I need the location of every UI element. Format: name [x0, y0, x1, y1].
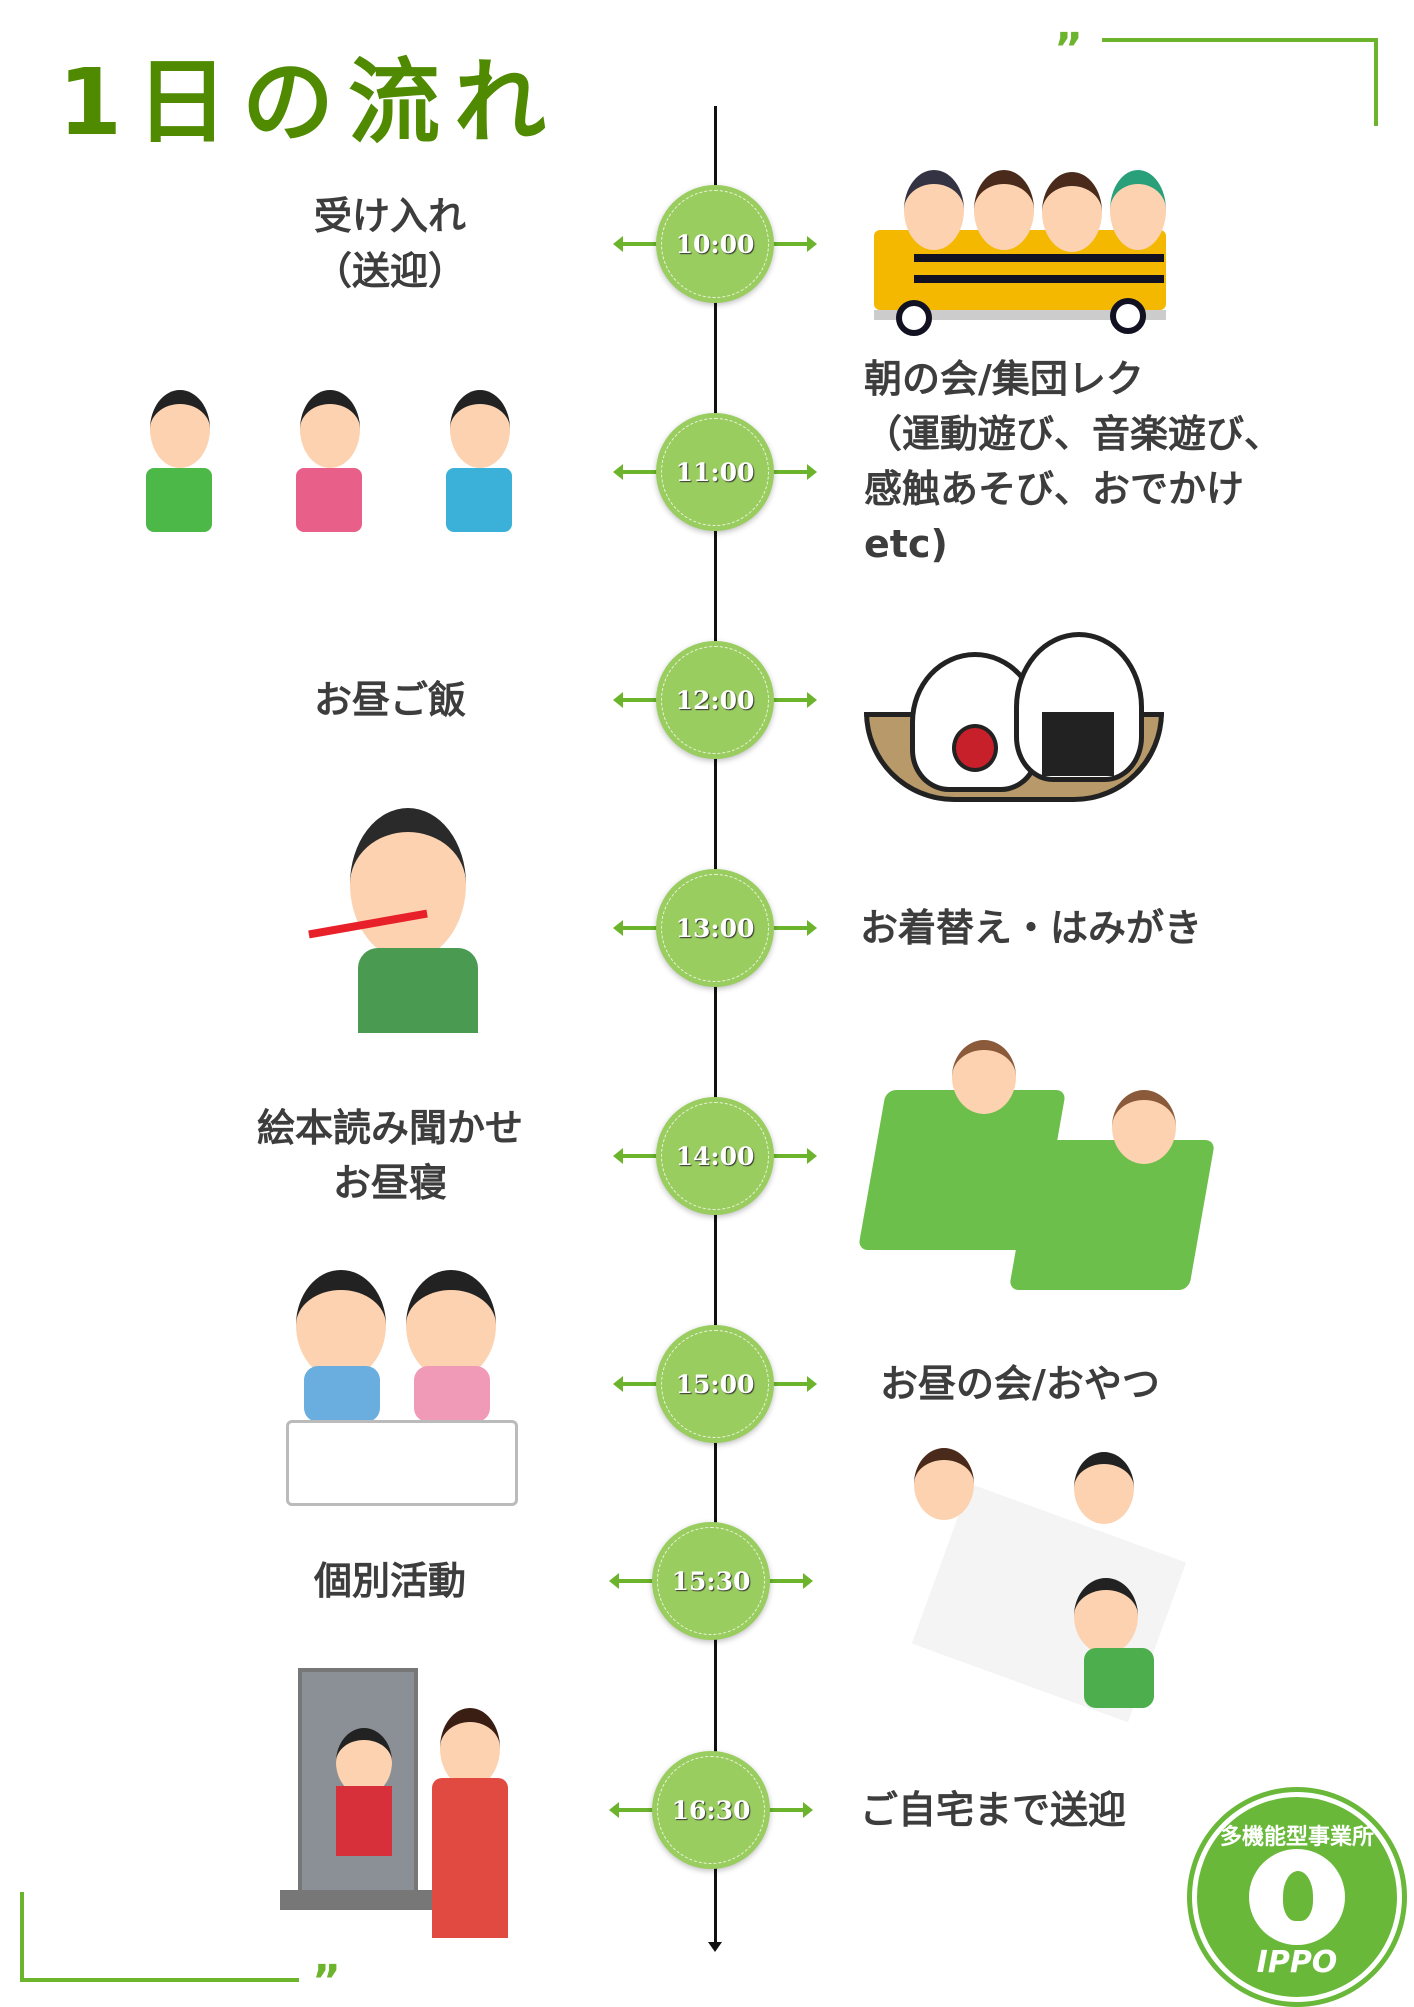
time-node: 13:00 — [656, 869, 774, 987]
time-label: 15:00 — [675, 1369, 755, 1399]
logo-name: IPPO — [1256, 1945, 1338, 1980]
left-arrow-icon — [613, 1376, 665, 1392]
child-at-door-illustration — [280, 1668, 525, 1948]
left-arrow-icon — [613, 1148, 665, 1164]
ippo-logo: 多機能型事業所 IPPO — [1192, 1792, 1402, 2002]
schedule-label: お昼ご飯 — [313, 677, 467, 722]
schedule-label: お昼の会/おやつ — [880, 1361, 1160, 1406]
children-eating-snack-illustration — [286, 1270, 518, 1506]
schedule-label: 個別活動 — [313, 1558, 467, 1603]
schedule-label: 朝の会/集団レク （運動遊び、音楽遊び、 感触あそび、おでかけ etc) — [864, 357, 1283, 567]
right-arrow-icon — [765, 1148, 817, 1164]
time-node: 15:30 — [652, 1522, 770, 1640]
time-node: 12:00 — [656, 641, 774, 759]
right-arrow-icon — [761, 1802, 813, 1818]
timeline-axis — [714, 106, 717, 1946]
dancing-children-illustration — [110, 380, 560, 580]
time-label: 12:00 — [675, 685, 755, 715]
quote-icon: ” — [1054, 24, 1083, 75]
children-sleeping-illustration — [857, 1030, 1216, 1290]
time-label: 15:30 — [671, 1566, 751, 1596]
right-arrow-icon — [765, 236, 817, 252]
time-node: 10:00 — [656, 185, 774, 303]
left-arrow-icon — [613, 920, 665, 936]
timeline-arrow-icon — [708, 1942, 722, 1952]
left-arrow-icon — [613, 692, 665, 708]
right-arrow-icon — [765, 1376, 817, 1392]
footprint-icon — [1249, 1849, 1345, 1945]
page-title: 1日の流れ — [58, 49, 561, 156]
schedule-label: ご自宅まで送迎 — [860, 1787, 1127, 1832]
decorative-frame-bottom-left — [20, 1892, 299, 1982]
schedule-label: 受け入れ （送迎） — [313, 194, 467, 294]
right-arrow-icon — [765, 464, 817, 480]
left-arrow-icon — [613, 464, 665, 480]
left-arrow-icon — [609, 1802, 661, 1818]
time-label: 11:00 — [675, 457, 755, 487]
time-label: 13:00 — [675, 913, 755, 943]
quote-icon: ” — [312, 1956, 341, 2007]
decorative-frame-top-right — [1102, 38, 1378, 126]
left-arrow-icon — [609, 1573, 661, 1589]
time-label: 10:00 — [675, 229, 755, 259]
right-arrow-icon — [765, 692, 817, 708]
schedule-label: お着替え・はみがき — [860, 905, 1203, 950]
child-brushing-teeth-illustration — [308, 808, 508, 1033]
time-node: 15:00 — [656, 1325, 774, 1443]
right-arrow-icon — [761, 1573, 813, 1589]
schedule-label: 絵本読み聞かせ お昼寝 — [256, 1106, 524, 1206]
time-node: 16:30 — [652, 1751, 770, 1869]
time-label: 16:30 — [671, 1795, 751, 1825]
left-arrow-icon — [613, 236, 665, 252]
right-arrow-icon — [765, 920, 817, 936]
children-drawing-illustration — [904, 1448, 1187, 1723]
school-bus-illustration — [874, 150, 1166, 336]
time-node: 14:00 — [656, 1097, 774, 1215]
time-label: 14:00 — [675, 1141, 755, 1171]
rice-balls-illustration — [864, 632, 1164, 807]
time-node: 11:00 — [656, 413, 774, 531]
logo-arc-text: 多機能型事業所 — [1219, 1825, 1374, 1850]
